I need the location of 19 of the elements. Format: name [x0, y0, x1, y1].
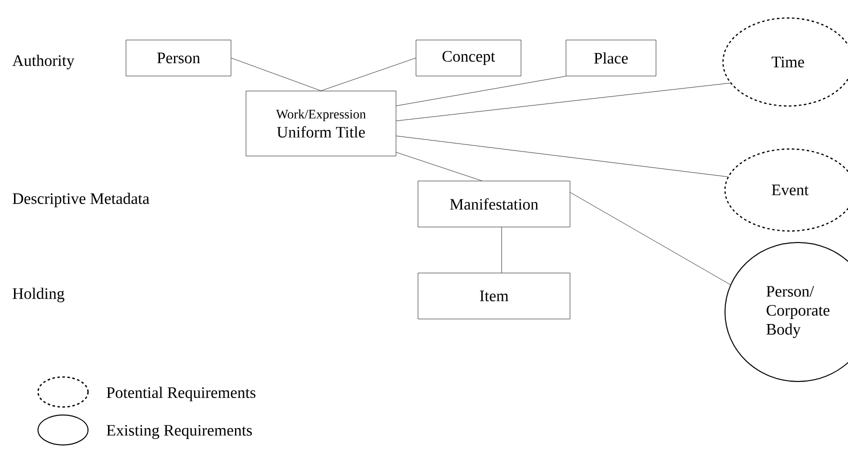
entity-box: Manifestation: [418, 180, 570, 228]
legend-label: Potential Requirements: [106, 386, 256, 402]
entity-box: Work/Expression Uniform Title: [246, 90, 396, 156]
row-label: Authority: [12, 54, 74, 70]
legend-label: Existing Requirements: [106, 424, 252, 439]
entity-box: Concept: [416, 40, 522, 76]
connector-line: [396, 136, 728, 177]
connector-line: [231, 58, 322, 91]
entity-box: Person: [126, 40, 232, 76]
row-label: Descriptive Metadata: [12, 192, 150, 208]
entity-box: Place: [566, 40, 656, 76]
connector-line: [570, 192, 731, 285]
row-label: Holding: [12, 288, 64, 302]
connector-line: [320, 58, 416, 91]
connector-line: [396, 76, 566, 106]
connector-line: [396, 152, 482, 181]
connector-line: [396, 82, 730, 122]
connector-line: [501, 227, 502, 273]
entity-box: Item: [418, 272, 570, 320]
